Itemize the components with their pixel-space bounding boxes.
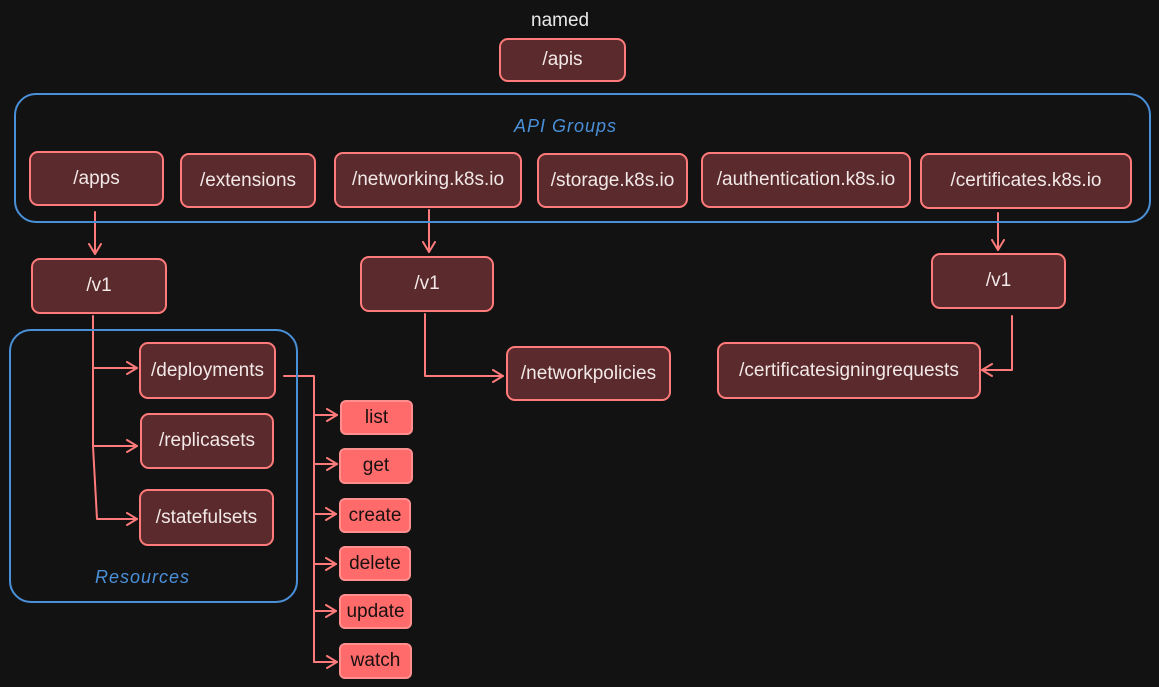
verb-get-node: get bbox=[339, 448, 413, 484]
api-groups-label: API Groups bbox=[514, 116, 618, 136]
resources-label: Resources bbox=[95, 567, 191, 587]
verb-watch-node: watch bbox=[339, 643, 412, 679]
arrow-v1-to-csr bbox=[981, 315, 1013, 377]
arrow-v1-to-statefulsets bbox=[92, 445, 138, 526]
group-apps-node: /apps bbox=[29, 151, 164, 206]
group-certificates-node: /certificates.k8s.io bbox=[920, 153, 1132, 209]
group-storage-node: /storage.k8s.io bbox=[537, 153, 688, 208]
apps-v1-node: /v1 bbox=[31, 258, 167, 314]
verb-create-node: create bbox=[339, 498, 411, 533]
group-extensions-node: /extensions bbox=[180, 153, 316, 208]
arrow-v1-to-networkpolicies bbox=[424, 313, 504, 383]
resource-csr-node: /certificatesigningrequests bbox=[717, 342, 981, 399]
diagram-title: named bbox=[531, 10, 590, 31]
resources-frame bbox=[9, 329, 298, 603]
group-networking-node: /networking.k8s.io bbox=[334, 152, 522, 208]
resource-networkpolicies-node: /networkpolicies bbox=[506, 346, 671, 401]
resource-replicasets-node: /replicasets bbox=[140, 413, 274, 469]
verb-trunk bbox=[283, 375, 315, 663]
apis-root-node: /apis bbox=[499, 38, 626, 82]
group-authentication-node: /authentication.k8s.io bbox=[701, 152, 911, 208]
verb-delete-node: delete bbox=[339, 546, 411, 581]
certificates-v1-node: /v1 bbox=[931, 253, 1066, 309]
resource-statefulsets-node: /statefulsets bbox=[139, 489, 274, 546]
api-groups-frame bbox=[14, 93, 1151, 223]
verb-list-node: list bbox=[340, 400, 413, 435]
resource-deployments-node: /deployments bbox=[139, 342, 276, 399]
networking-v1-node: /v1 bbox=[360, 256, 494, 312]
verb-update-node: update bbox=[339, 594, 412, 629]
